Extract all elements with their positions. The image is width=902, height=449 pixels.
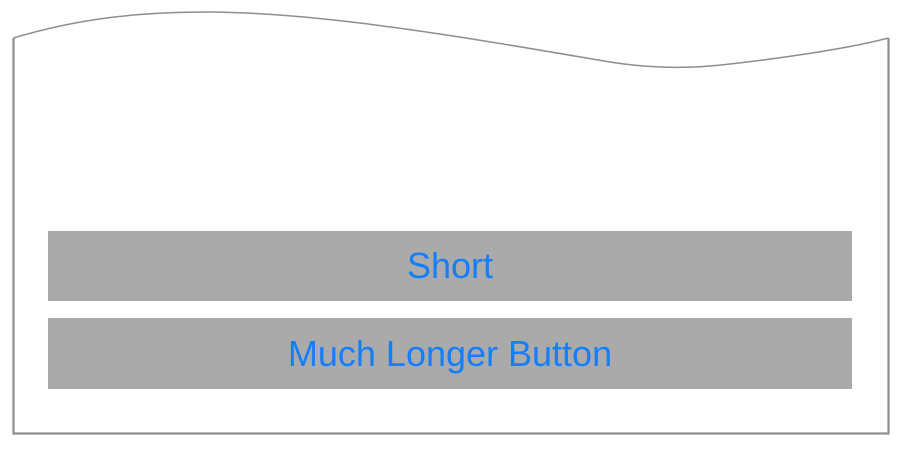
much-longer-button[interactable]: Much Longer Button [48, 318, 852, 389]
button-stack: Short Much Longer Button [48, 231, 852, 389]
frame-border [12, 38, 890, 435]
short-button[interactable]: Short [48, 231, 852, 301]
torn-edge-wave [13, 11, 889, 69]
